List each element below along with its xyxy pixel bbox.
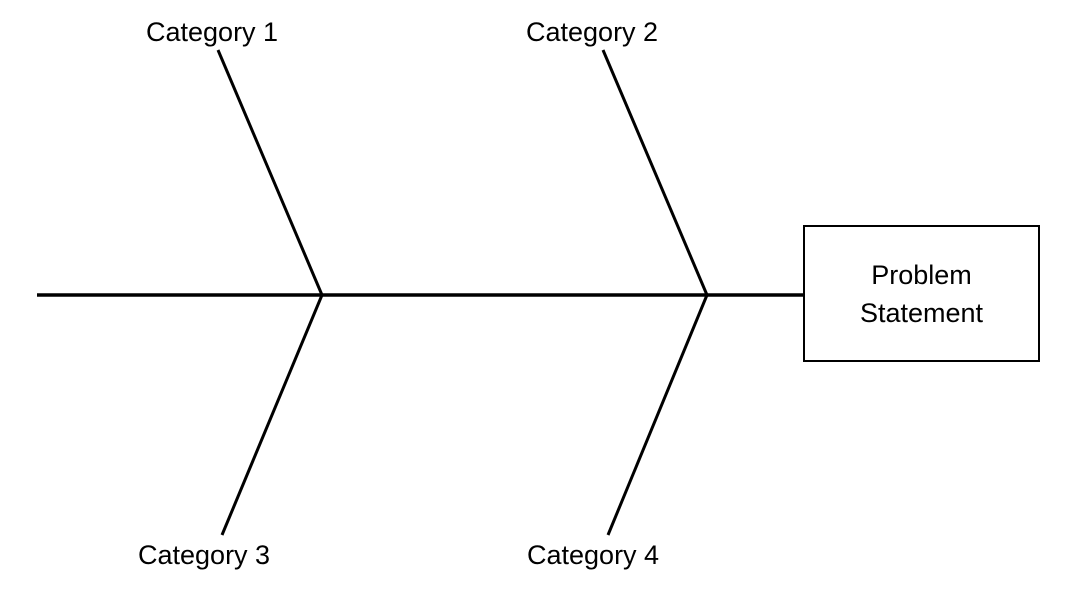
- problem-statement-box: Problem Statement: [803, 225, 1040, 362]
- bone-category-3: [220, 294, 324, 536]
- bone-category-2: [601, 49, 709, 296]
- bone-category-4: [606, 294, 709, 536]
- problem-statement-box-outline: [803, 225, 1040, 362]
- bone-category-1: [216, 49, 324, 296]
- category-label-2: Category 2: [526, 17, 659, 47]
- category-label-3: Category 3: [138, 540, 271, 570]
- category-label-4: Category 4: [527, 540, 660, 570]
- problem-statement-label: Problem Statement: [859, 259, 984, 328]
- category-label-1: Category 1: [146, 17, 279, 47]
